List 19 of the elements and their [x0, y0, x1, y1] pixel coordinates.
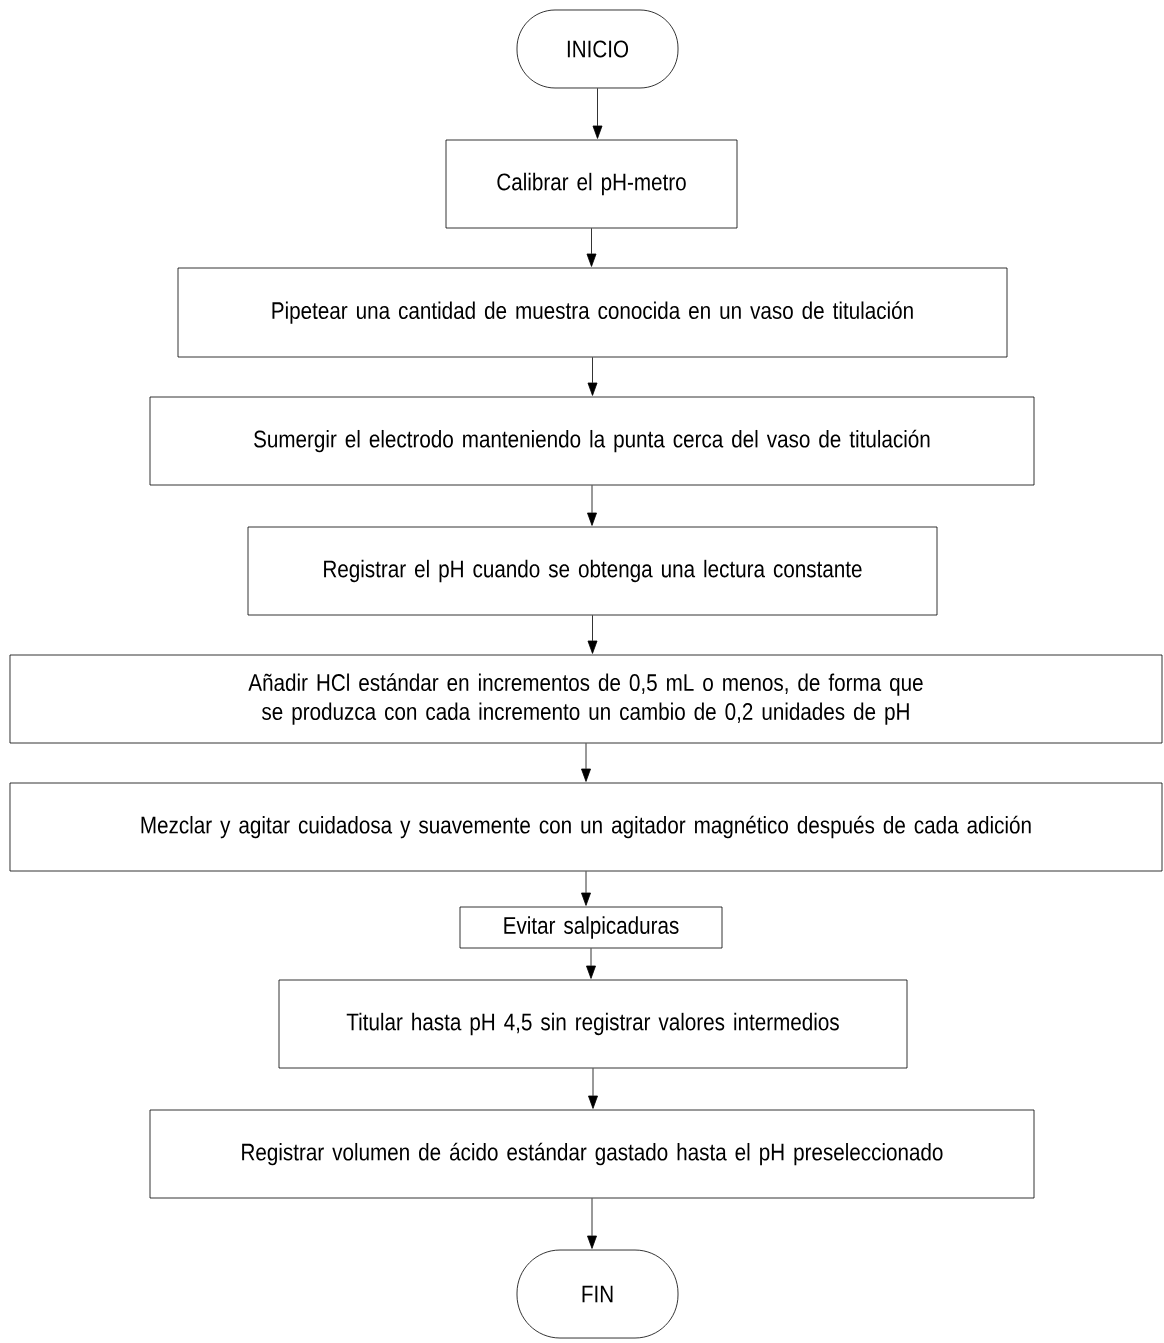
arrow — [587, 485, 597, 526]
process-box: Registrar volumen de ácido estándar gastado hasta el pH preseleccionado — [149, 1109, 1035, 1199]
arrow — [592, 88, 603, 139]
arrow — [581, 743, 591, 782]
process-box: Sumergir el electrodo manteniendo la punta cerca del vaso de titulación — [149, 396, 1035, 486]
arrow — [587, 1198, 597, 1249]
process-box: Registrar el pH cuando se obtenga una lectura constante — [247, 526, 938, 616]
process-box: Mezclar y agitar cuidadosa y suavemente con un agitador magnético después de cada adición — [9, 782, 1163, 872]
arrow — [586, 948, 596, 979]
process-box: Calibrar el pH-metro — [445, 139, 738, 229]
process-box: Añadir HCl estándar en incrementos de 0,5 mL o menos, de forma que se produzca con cada incremento un cambio de 0,2 unidades de pH — [9, 654, 1163, 744]
arrow — [587, 357, 598, 396]
process-box: Pipetear una cantidad de muestra conocida en un vaso de titulación — [177, 267, 1008, 358]
arrow — [586, 228, 597, 267]
arrow — [588, 1068, 598, 1109]
process-box: Titular hasta pH 4,5 sin registrar valores intermedios — [278, 979, 908, 1069]
arrow — [587, 615, 598, 654]
process-box: Evitar salpicaduras — [459, 906, 723, 949]
arrow — [581, 871, 591, 906]
